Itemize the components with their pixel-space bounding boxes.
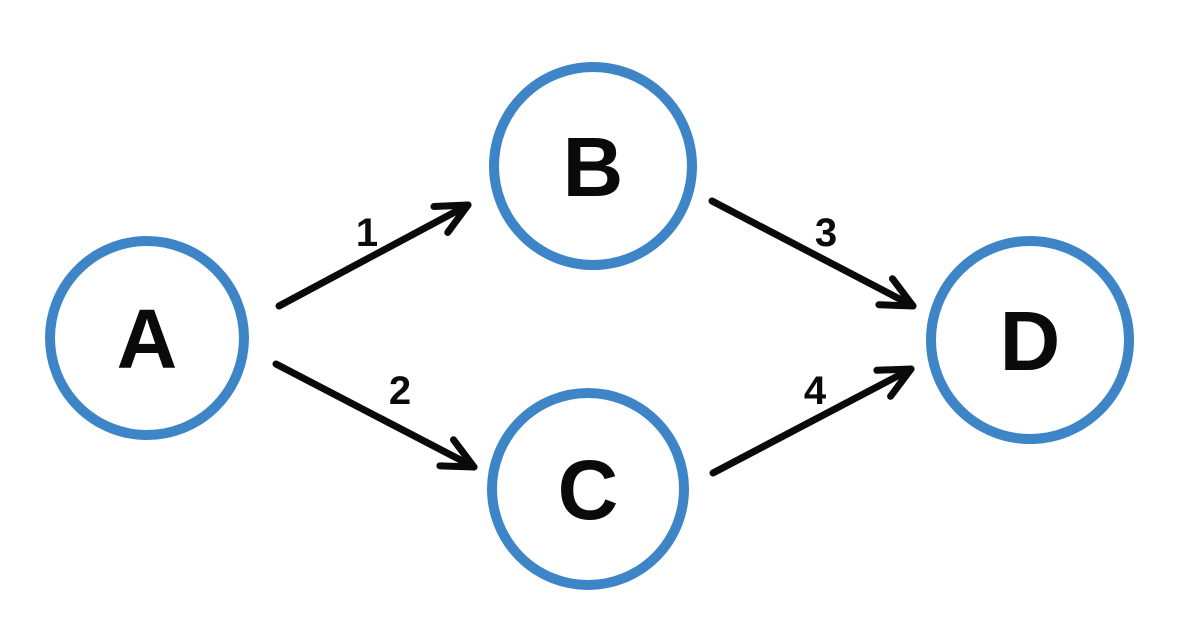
node-circle-D: [926, 236, 1134, 444]
node-label-D: D: [1000, 294, 1061, 388]
node-label-C: C: [558, 443, 619, 537]
edge-line-B-D: [708, 197, 917, 310]
edge-line-C-D: [709, 365, 915, 477]
node-circle-B: [489, 62, 697, 270]
edge-line-A-B: [275, 201, 472, 310]
node-circle-C: [487, 388, 689, 590]
node-label-A: A: [117, 292, 178, 386]
edge-label-A-B: 1: [356, 211, 378, 255]
edge-label-B-D: 3: [815, 211, 837, 255]
edge-label-A-C: 2: [389, 369, 411, 413]
node-circle-A: [45, 236, 249, 440]
node-label-B: B: [563, 120, 624, 214]
edge-line-A-C: [272, 360, 478, 471]
edge-label-C-D: 4: [804, 369, 827, 413]
